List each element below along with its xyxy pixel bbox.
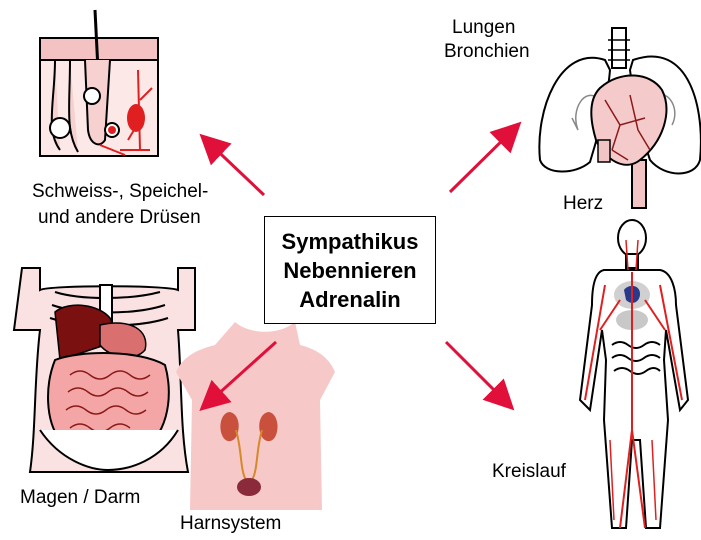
label-glands-line2: und andere Drüsen — [38, 206, 201, 230]
center-line-sympathikus: Sympathikus — [282, 227, 419, 256]
arrow-to-lungs — [450, 128, 515, 192]
arrow-to-glands — [206, 140, 264, 195]
label-gut: Magen / Darm — [20, 486, 140, 510]
label-urinary: Harnsystem — [180, 512, 281, 536]
label-lungs: Lungen — [452, 16, 515, 40]
label-glands-line1: Schweiss-, Speichel- — [32, 180, 208, 204]
center-line-adrenalin: Adrenalin — [299, 285, 400, 314]
center-box: Sympathikus Nebennieren Adrenalin — [264, 216, 436, 324]
urinary-illustration — [176, 322, 335, 510]
label-bronchien: Bronchien — [444, 40, 530, 64]
gut-illustration — [14, 268, 195, 472]
label-circulation: Kreislauf — [492, 460, 566, 484]
circulation-illustration — [580, 220, 688, 528]
skin-glands-illustration — [40, 10, 158, 156]
label-heart: Herz — [563, 192, 603, 216]
lungs-heart-illustration — [539, 28, 701, 208]
arrow-to-circulation — [446, 342, 508, 404]
center-line-nebennieren: Nebennieren — [283, 256, 416, 285]
